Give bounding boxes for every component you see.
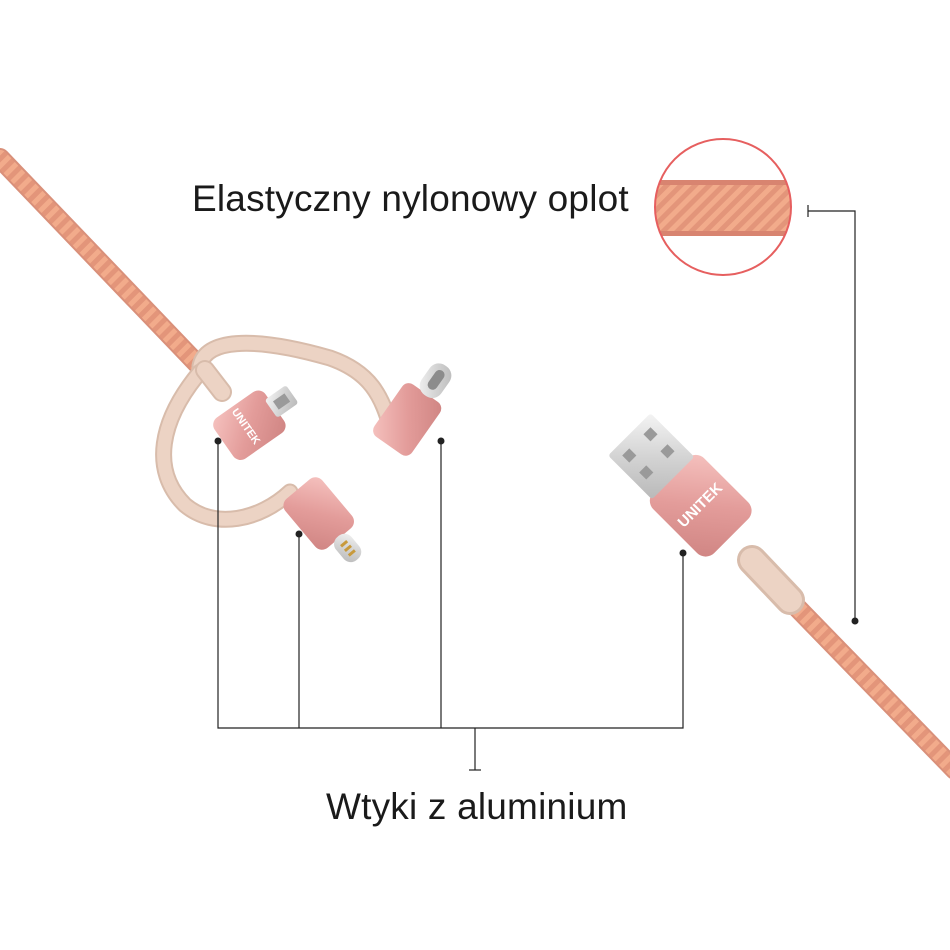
split-sleeve	[155, 334, 401, 528]
magnifier-braid-closeup	[654, 138, 792, 276]
callout-braid	[807, 205, 859, 625]
micro-usb-plug: UNITEK	[213, 386, 298, 460]
callout-plugs	[214, 437, 687, 771]
cable-right-segment	[770, 580, 950, 779]
plugs-caption: Wtyki z aluminium	[326, 786, 628, 827]
cable-left-segment	[0, 148, 215, 382]
braid-caption: Elastyczny nylonowy oplot	[192, 178, 629, 219]
usb-c-plug	[373, 363, 452, 456]
lightning-plug	[283, 477, 362, 563]
usb-a-plug: UNITEK	[609, 414, 805, 615]
